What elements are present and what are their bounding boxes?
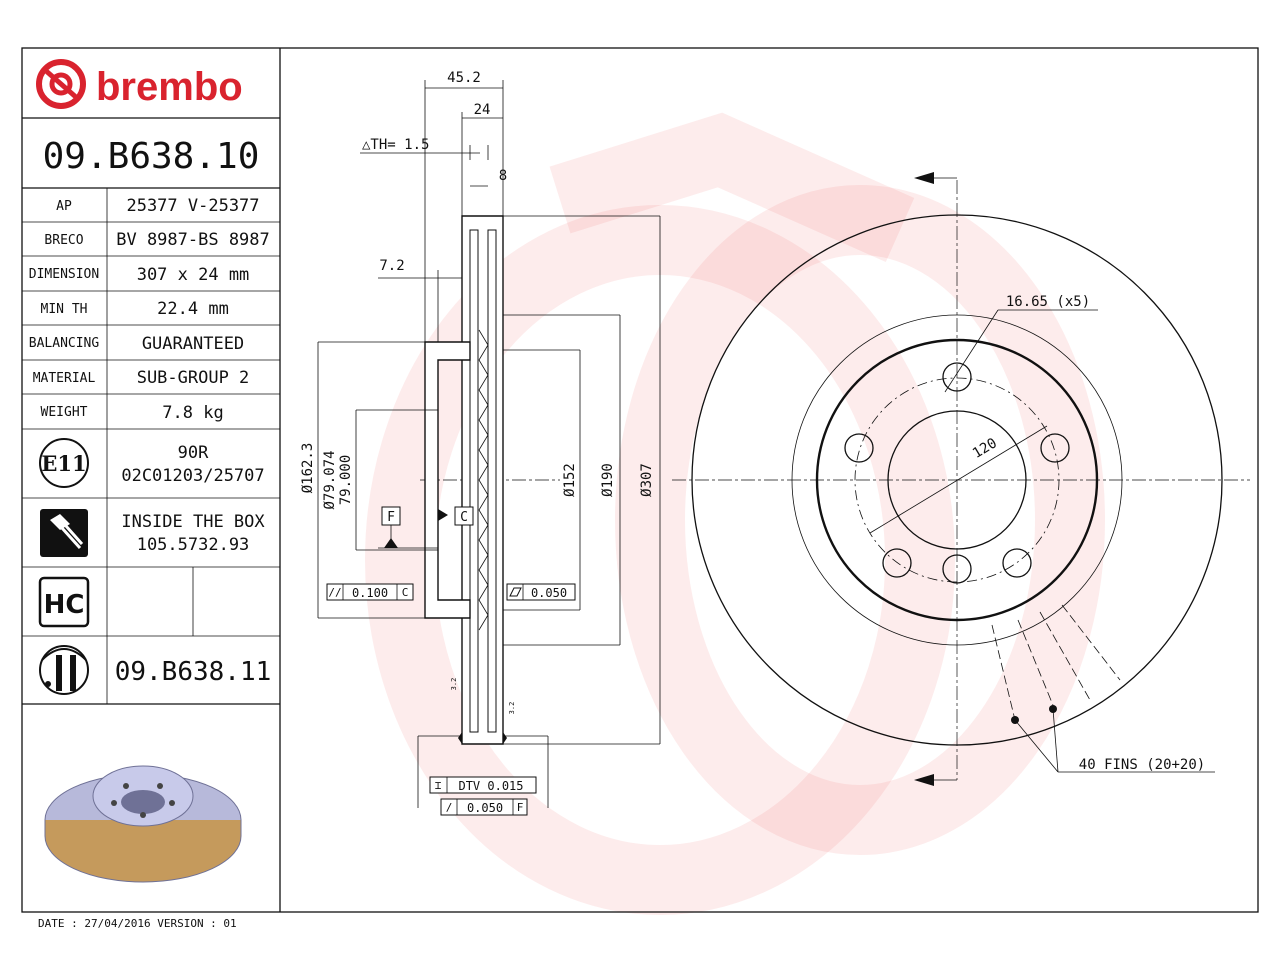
approval-line2: 02C01203/25707 (121, 466, 264, 486)
dim-thickness: 24 (474, 102, 491, 118)
tol-runout-value: 0.100 (352, 586, 388, 600)
approval-mark: E11 (41, 451, 86, 476)
spec-value: SUB-GROUP 2 (137, 368, 250, 388)
title-block: brembo 09.B638.10 AP 25377 V-25377 BRECO… (22, 59, 280, 883)
spec-label: MIN TH (41, 302, 88, 317)
center-bore (887, 410, 1027, 550)
bolt-holes (844, 362, 1070, 584)
roughness-left: 3.2 (450, 678, 458, 691)
inside-box-ref: 105.5732.93 (137, 535, 250, 555)
disc-braking-inner (791, 314, 1123, 646)
spec-value: GUARANTEED (142, 334, 244, 354)
tol-dtv: ⌶ DTV 0.015 / 0.050 F (417, 735, 549, 816)
datum-f-label: F (387, 510, 395, 525)
dim-overall-width: 45.2 (447, 70, 481, 86)
datum-f: F (378, 506, 438, 549)
spec-value: 25377 V-25377 (126, 196, 259, 216)
disc-profile-icon (39, 645, 89, 695)
hc-mark: HC (44, 590, 85, 620)
datum-c-label: C (460, 510, 468, 525)
hc-icon: HC (38, 576, 90, 628)
inside-box-label: INSIDE THE BOX (121, 512, 265, 532)
sheet-border (21, 47, 1259, 913)
spec-value: 22.4 mm (157, 299, 229, 319)
datum-c: C (438, 506, 474, 526)
tol-runout: // 0.100 C (326, 583, 414, 601)
spec-value: BV 8987-BS 8987 (116, 230, 270, 250)
spec-label: BALANCING (29, 336, 100, 351)
brembo-logo: brembo (36, 59, 243, 109)
brand-name: brembo (96, 65, 243, 109)
spec-label: DIMENSION (29, 267, 99, 282)
part-number: 09.B638.10 (43, 136, 260, 177)
hat-outer (815, 338, 1099, 622)
roughness-right: 3.2 (508, 702, 516, 715)
disc-3d-preview (44, 765, 242, 883)
svg-text:/: / (446, 801, 453, 814)
dim-152: Ø152 (562, 463, 578, 497)
screw-icon (40, 509, 88, 557)
dim-bore-1: Ø79.074 (322, 450, 338, 509)
dim-hat-dia: Ø162.3 (300, 443, 316, 494)
spec-label: WEIGHT (41, 405, 88, 420)
tol-flat-value: 0.050 (531, 586, 567, 600)
spec-label: AP (56, 199, 72, 214)
svg-text:⌶: ⌶ (435, 779, 442, 792)
tol-parallel-datum: F (517, 801, 524, 814)
tol-runout-datum: C (402, 586, 409, 599)
tol-dtv-value: DTV 0.015 (458, 779, 523, 793)
front-view: 120 16.65 (x5) 40 FINS (20+20) (672, 172, 1250, 786)
svg-text://: // (328, 586, 341, 599)
spec-label: BRECO (44, 233, 83, 248)
fins-label: 40 FINS (20+20) (1079, 757, 1205, 773)
tol-parallel-value: 0.050 (467, 801, 503, 815)
tol-flatness: 0.050 (506, 583, 576, 601)
section-view: Ø162.3 Ø79.074 79.000 Ø152 Ø190 Ø307 45.… (300, 70, 661, 816)
approval-line1: 90R (178, 443, 209, 463)
dim-fin-gap: 8 (499, 168, 507, 184)
spec-label: MATERIAL (33, 371, 96, 386)
spec-value: 7.8 kg (162, 403, 223, 423)
dim-hole-dia: 16.65 (x5) (1006, 294, 1090, 310)
disc-outer (691, 214, 1223, 746)
footer-date: DATE : 27/04/2016 VERSION : 01 (38, 917, 237, 930)
dim-delta-th: △TH= 1.5 (362, 137, 429, 153)
dim-190: Ø190 (600, 463, 616, 497)
dim-bore-2: 79.000 (338, 455, 354, 506)
fin-lines (991, 604, 1121, 724)
dim-307: Ø307 (639, 463, 655, 497)
dim-pcd: 120 (970, 435, 1000, 462)
e-mark-icon: E11 (39, 438, 89, 488)
alt-part-number: 09.B638.11 (115, 657, 272, 687)
dim-hat-offset: 7.2 (379, 258, 404, 274)
spec-value: 307 x 24 mm (137, 265, 250, 285)
